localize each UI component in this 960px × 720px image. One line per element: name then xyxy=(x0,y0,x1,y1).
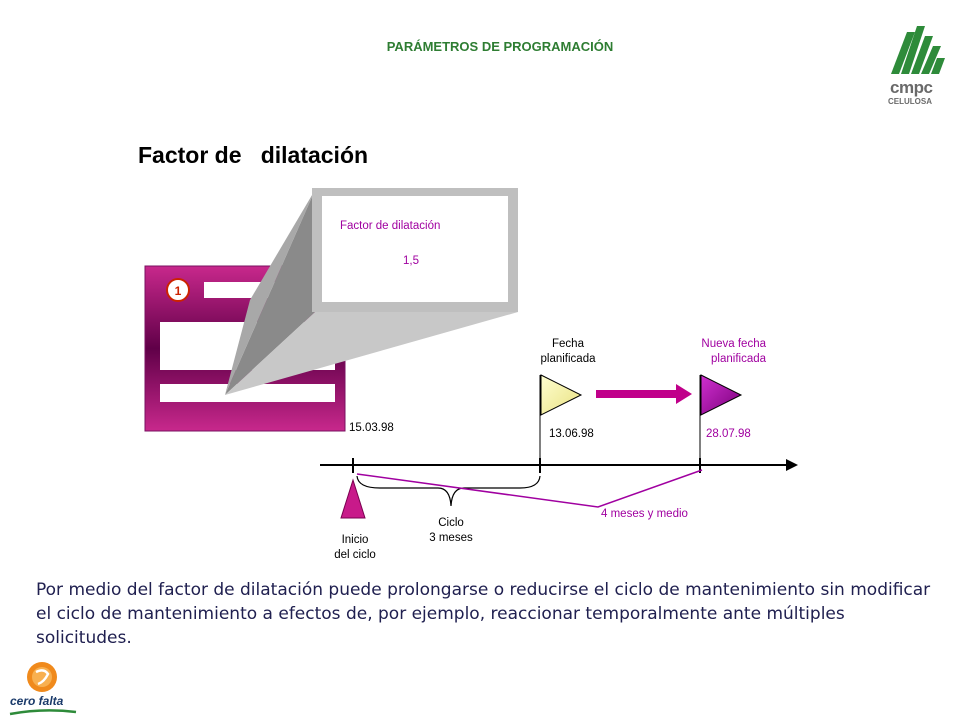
new-date-flag-icon xyxy=(700,374,743,416)
new-planned-date: 28.07.98 xyxy=(706,428,751,440)
header-title: PARÁMETROS DE PROGRAMACIÓN xyxy=(386,39,614,54)
cero-falta-swoosh-icon xyxy=(9,709,77,716)
planned-label: Fecha planificada xyxy=(540,338,596,365)
shift-arrow-icon xyxy=(596,390,678,398)
cycle-brace xyxy=(356,475,541,507)
span-line xyxy=(356,469,703,508)
body-paragraph: Por medio del factor de dilatación puede… xyxy=(36,580,931,648)
cycle-label: Ciclo 3 meses xyxy=(429,517,473,544)
callout-value: 1,5 xyxy=(403,255,419,267)
planned-date-flag-icon xyxy=(540,374,583,416)
cmpc-logo-icon xyxy=(891,26,945,74)
new-planned-label: Nueva fecha planificada xyxy=(701,338,766,365)
cmpc-logo-text: cmpc xyxy=(890,78,933,97)
form-field-bottom xyxy=(160,384,335,402)
celulosa-logo-text: CELULOSA xyxy=(888,97,932,106)
span-label: 4 meses y medio xyxy=(601,508,688,520)
planned-date: 13.06.98 xyxy=(549,428,594,440)
cero-falta-logo-text: cero falta xyxy=(10,694,64,708)
start-marker-icon xyxy=(340,478,366,519)
start-date: 15.03.98 xyxy=(349,422,394,434)
timeline-arrowhead xyxy=(786,459,798,471)
clock-icon xyxy=(166,278,190,302)
callout-panel xyxy=(322,196,508,302)
svg-text:1: 1 xyxy=(175,284,182,298)
slide-title: Factor de dilatación xyxy=(138,142,369,168)
start-cycle-label: Inicio del ciclo xyxy=(334,534,376,561)
callout-beam-light xyxy=(225,312,518,395)
cero-falta-logo-icon xyxy=(27,662,57,692)
callout-label: Factor de dilatación xyxy=(340,220,441,232)
